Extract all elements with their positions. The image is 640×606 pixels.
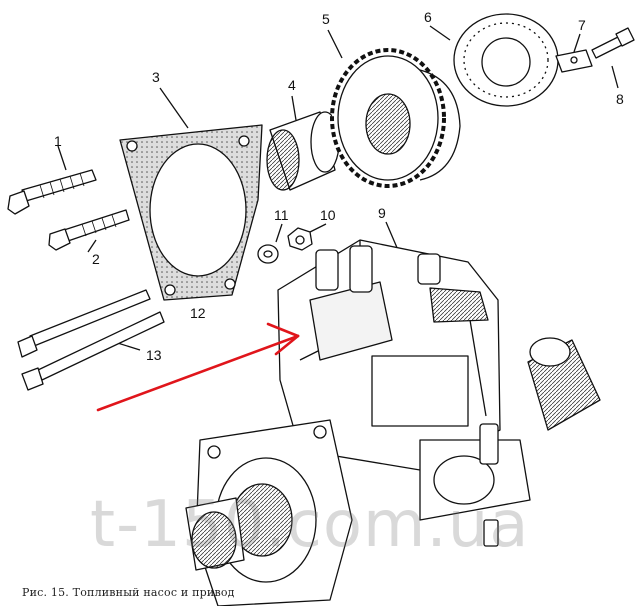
callout-6: 6 bbox=[424, 9, 432, 25]
watermark: t-150.com.ua bbox=[90, 488, 530, 562]
washer-11 bbox=[257, 223, 283, 264]
callout-5: 5 bbox=[322, 11, 330, 27]
gear-5 bbox=[327, 29, 461, 188]
lock-washer-7 bbox=[555, 33, 593, 73]
pointer-arrow bbox=[96, 322, 300, 412]
callout-13: 13 bbox=[146, 347, 162, 363]
gasket-3 bbox=[119, 87, 263, 301]
bolt-1 bbox=[7, 145, 97, 215]
fuel-pump-9 bbox=[185, 221, 601, 606]
bolt-2 bbox=[48, 209, 130, 253]
callout-7: 7 bbox=[578, 17, 586, 33]
callout-1: 1 bbox=[54, 133, 62, 149]
callout-2: 2 bbox=[92, 251, 100, 267]
bushing-4 bbox=[266, 95, 340, 191]
callout-11: 11 bbox=[274, 207, 289, 223]
bolts-13 bbox=[17, 289, 165, 391]
callout-4: 4 bbox=[288, 77, 296, 93]
bolt-8 bbox=[591, 27, 635, 89]
callout-10: 10 bbox=[320, 207, 336, 223]
callout-12: 12 bbox=[190, 305, 206, 321]
callout-9: 9 bbox=[378, 205, 386, 221]
figure-caption: Рис. 15. Топливный насос и привод bbox=[22, 586, 235, 599]
nut-10 bbox=[287, 223, 327, 251]
callout-3: 3 bbox=[152, 69, 160, 85]
flange-6 bbox=[429, 13, 559, 107]
callout-8: 8 bbox=[616, 91, 624, 107]
